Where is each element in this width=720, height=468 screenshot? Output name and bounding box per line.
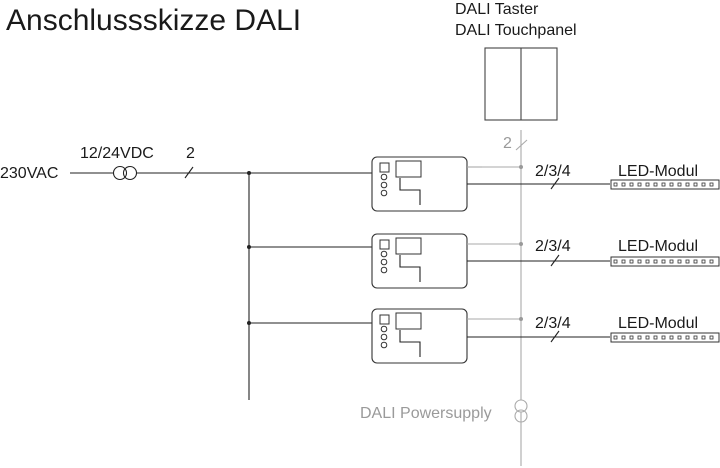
led-wire-count: 2/3/4 — [535, 315, 571, 332]
transformer-label: 12/24VDC — [80, 145, 154, 162]
dali-powersupply-icon — [514, 399, 528, 423]
dali-bus-wire-count: 2 — [503, 135, 512, 152]
taster-label: DALI Taster — [455, 1, 539, 18]
led-wire-mark — [550, 177, 560, 190]
led-wire-mark — [550, 254, 560, 267]
led-wire-mark — [550, 330, 560, 343]
led-strip — [610, 332, 720, 343]
mains-label: 230VAC — [0, 165, 58, 182]
junction-dot — [247, 171, 251, 175]
dc-wire-count: 2 — [186, 145, 195, 162]
led-strip — [610, 179, 720, 190]
dali-taster-switch — [484, 47, 558, 121]
led-module-label: LED-Modul — [618, 238, 698, 255]
touchpanel-label: DALI Touchpanel — [455, 22, 577, 39]
led-strip — [610, 256, 720, 267]
dali-bus-junction — [519, 165, 523, 169]
dali-bus-junction — [519, 242, 523, 246]
transformer-icon — [112, 165, 138, 181]
controller-row-1: 2/3/4 LED-Modul — [371, 156, 720, 212]
dali-powersupply-label: DALI Powersupply — [360, 405, 492, 422]
controller-row-3: 2/3/4 LED-Modul — [371, 308, 720, 364]
dali-bus-wire-mark — [515, 139, 528, 151]
dali-controller — [371, 156, 482, 212]
led-wire-count: 2/3/4 — [535, 163, 571, 180]
dc-wire-mark — [184, 166, 194, 179]
diagram-title: Anschlussskizze DALI — [6, 4, 301, 37]
controller-row-2: 2/3/4 LED-Modul — [371, 233, 720, 289]
dali-controller — [371, 233, 468, 289]
led-module-label: LED-Modul — [618, 163, 698, 180]
led-module-label: LED-Modul — [618, 315, 698, 332]
led-wire-count: 2/3/4 — [535, 238, 571, 255]
dali-bus-junction — [519, 317, 523, 321]
dali-controller — [371, 308, 468, 364]
